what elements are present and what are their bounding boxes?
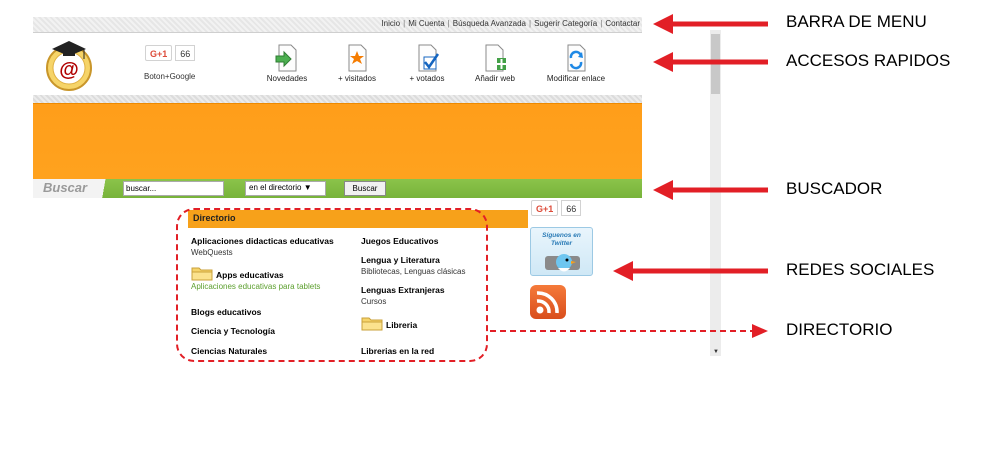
novedades-icon [275, 44, 297, 72]
svg-text:@: @ [59, 59, 79, 81]
search-input[interactable] [123, 181, 224, 196]
folder-icon [191, 267, 213, 281]
menu-item-contactar[interactable]: Contactar [605, 19, 640, 28]
directory-entry-ciencias-naturales[interactable]: Ciencias Naturales [191, 346, 267, 357]
quick-access-label: Novedades [266, 74, 308, 83]
gplus-button[interactable]: G+1 [145, 45, 173, 61]
banner-area [33, 103, 642, 179]
folder-icon [361, 317, 383, 331]
gplus-count: 66 [561, 200, 582, 216]
directory-entry-title[interactable]: Libreria [386, 320, 418, 330]
directory-entry-title[interactable]: Apps educativas [216, 270, 284, 280]
directory-entry-blogs-educativos[interactable]: Blogs educativos [191, 307, 261, 318]
directory-highlight-box [176, 208, 488, 362]
quick-access-label: Modificar enlace [546, 74, 606, 83]
scrollbar-thumb[interactable] [711, 34, 720, 94]
directory-header: Directorio [188, 210, 528, 228]
search-button[interactable]: Buscar [344, 181, 386, 196]
top-menu: Inicio|Mi Cuenta|Búsqueda Avanzada|Suger… [381, 19, 640, 28]
directory-entry-aplicaciones-didacticas[interactable]: Aplicaciones didacticas educativas WebQu… [191, 236, 334, 258]
directory-entry-ciencia-tecnologia[interactable]: Ciencia y Tecnología [191, 326, 275, 337]
quick-access-visitados[interactable]: + visitados [317, 44, 397, 83]
directory-entry-lengua-literatura[interactable]: Lengua y Literatura Bibliotecas, Lenguas… [361, 255, 466, 277]
directory-entry-sub[interactable]: Bibliotecas, Lenguas clásicas [361, 267, 466, 276]
quick-access-label: + votados [409, 74, 445, 83]
twitter-text: Síguenos en Twitter [542, 232, 581, 247]
quick-access-votados[interactable]: + votados [387, 44, 467, 83]
directory-entry-sub[interactable]: WebQuests [191, 248, 233, 257]
directory-entry-title[interactable]: Lengua y Literatura [361, 255, 440, 265]
directory-entry-title[interactable]: Ciencia y Tecnología [191, 326, 275, 336]
visitados-icon [348, 44, 367, 72]
menu-item-mi-cuenta[interactable]: Mi Cuenta [408, 19, 445, 28]
directory-entry-title[interactable]: Ciencias Naturales [191, 346, 268, 356]
directory-entry-libreria[interactable]: Libreria [361, 315, 417, 331]
quick-access-label: Añadir web [474, 74, 516, 83]
directory-entry-title[interactable]: Lenguas Extranjeras [361, 285, 445, 295]
annotation-directory: DIRECTORIO [786, 320, 893, 339]
directory-entry-librerias-en-la-red[interactable]: Librerias en la red [361, 346, 434, 357]
menu-bar: Inicio|Mi Cuenta|Búsqueda Avanzada|Suger… [33, 17, 642, 33]
votados-icon [418, 44, 440, 72]
directory-entry-apps-educativas[interactable]: Apps educativas Aplicaciones educativas … [191, 265, 320, 292]
menu-item-sugerir-categoria[interactable]: Sugerir Categoría [534, 19, 598, 28]
scroll-down-arrow-icon[interactable]: ▼ [713, 349, 719, 355]
annotation-search: BUSCADOR [786, 179, 883, 198]
quick-access-novedades[interactable]: Novedades [247, 44, 327, 83]
search-bar: Buscar en el directorio ▼ Buscar [33, 179, 642, 198]
rss-icon[interactable] [530, 285, 566, 319]
menu-item-busqueda-avanzada[interactable]: Búsqueda Avanzada [452, 19, 526, 28]
site-logo[interactable]: @ [44, 35, 94, 93]
directory-entry-lenguas-extranjeras[interactable]: Lenguas Extranjeras Cursos [361, 285, 445, 307]
gplus-button[interactable]: G+1 [531, 200, 559, 216]
vertical-scrollbar[interactable]: ▼ [710, 30, 721, 356]
gplus-count: 66 [175, 45, 196, 61]
annotation-quick-access: ACCESOS RAPIDOS [786, 51, 951, 70]
directory-entry-title[interactable]: Aplicaciones didacticas educativas [191, 236, 334, 246]
twitter-follow-badge[interactable]: Síguenos en Twitter [530, 227, 593, 276]
directory-entry-sub[interactable]: Aplicaciones educativas para tablets [191, 282, 321, 291]
header-divider [33, 95, 642, 103]
search-scope-select[interactable]: en el directorio ▼ [245, 181, 326, 196]
directory-entry-title[interactable]: Blogs educativos [191, 307, 262, 317]
quick-access-label: + visitados [337, 74, 377, 83]
modify-link-icon [567, 44, 586, 72]
search-label: Buscar [43, 180, 88, 195]
directory-entry-title[interactable]: Juegos Educativos [361, 236, 439, 246]
quick-access-modificar-enlace[interactable]: Modificar enlace [536, 44, 616, 83]
annotation-social: REDES SOCIALES [786, 260, 935, 279]
directory-entry-sub[interactable]: Cursos [361, 297, 387, 306]
directory-entry-title[interactable]: Librerias en la red [361, 346, 435, 356]
directory-entry-juegos-educativos[interactable]: Juegos Educativos [361, 236, 438, 247]
add-web-icon [485, 44, 507, 72]
search-label-box: Buscar [33, 179, 115, 198]
quick-access-anadir-web[interactable]: Añadir web [455, 44, 535, 83]
annotation-menu-bar: BARRA DE MENU [786, 12, 927, 31]
menu-item-inicio[interactable]: Inicio [381, 19, 401, 28]
twitter-bird-icon [545, 254, 580, 272]
gplus-caption: Boton+Google [144, 72, 196, 81]
